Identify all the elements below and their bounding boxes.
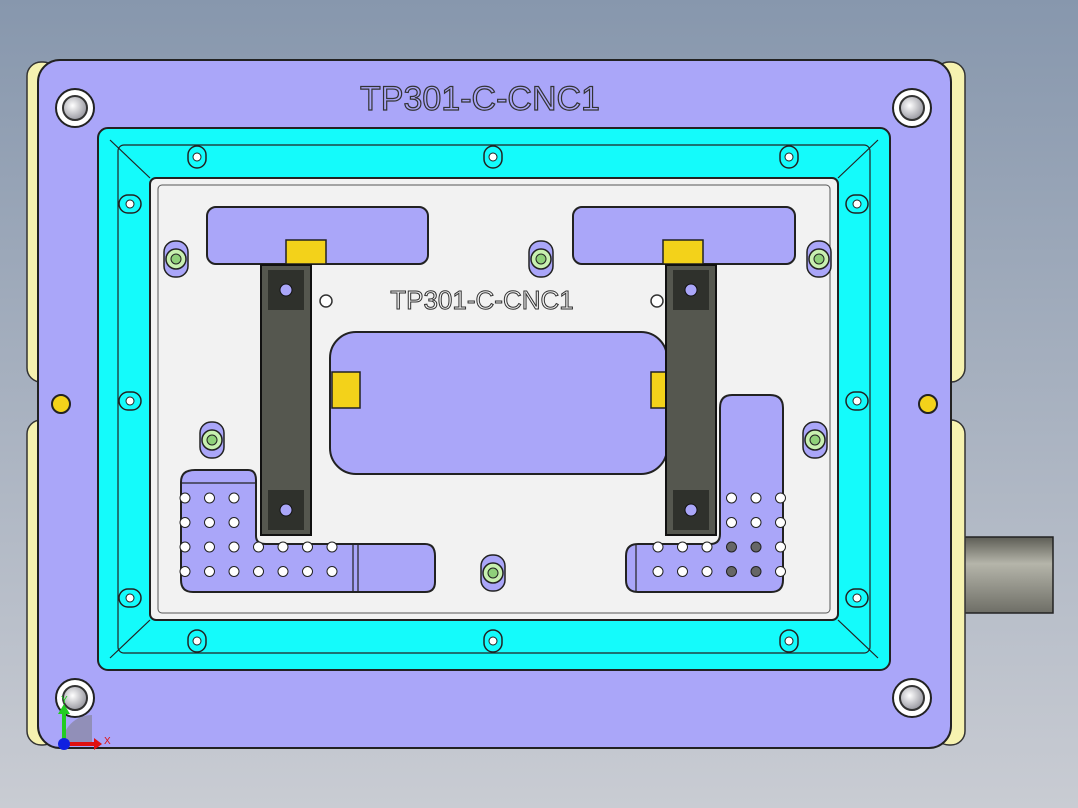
vent-hole xyxy=(179,566,191,577)
vent-hole xyxy=(677,566,688,577)
locator-pins xyxy=(163,240,832,592)
vent-hole xyxy=(726,541,737,553)
frame-screw xyxy=(118,194,142,214)
vent-hole xyxy=(775,566,786,577)
vent-hole xyxy=(228,517,240,528)
vent-hole xyxy=(277,541,289,553)
vent-hole xyxy=(326,566,338,577)
vent-hole xyxy=(652,566,664,577)
vent-hole xyxy=(726,566,737,577)
locator-pin xyxy=(163,240,189,278)
vent-hole xyxy=(775,492,786,504)
locator-pin xyxy=(802,421,828,459)
frame-inner-edge xyxy=(117,144,871,654)
locating-pin-right xyxy=(918,394,938,414)
vent-hole xyxy=(775,541,786,553)
frame-miter-lines xyxy=(109,139,879,659)
pin-hole xyxy=(650,294,664,308)
vent-hole xyxy=(677,541,688,553)
frame-screw xyxy=(187,629,207,653)
vent-hole xyxy=(253,541,264,553)
clamp-bar-left[interactable] xyxy=(260,264,312,536)
frame-screw xyxy=(845,391,869,411)
locator-pin xyxy=(806,240,832,278)
vent-hole xyxy=(775,517,786,528)
vent-hole xyxy=(726,517,737,528)
insert-engraving: TP301-C-CNC1 xyxy=(390,285,574,315)
pin-hole xyxy=(319,294,333,308)
pockets xyxy=(180,206,796,593)
vent-hole xyxy=(179,517,191,528)
vent-hole xyxy=(302,541,313,553)
vent-hole xyxy=(750,566,762,577)
vent-hole xyxy=(253,566,264,577)
vent-hole xyxy=(277,566,289,577)
frame-screw xyxy=(187,145,207,169)
clamp-bar-right[interactable] xyxy=(665,264,717,536)
vent-hole xyxy=(701,541,713,553)
frame-screw xyxy=(779,145,799,169)
frame-screw xyxy=(483,145,503,169)
frame-screw xyxy=(779,629,799,653)
vent-hole xyxy=(179,492,191,504)
vent-hole xyxy=(204,517,215,528)
locator-pin xyxy=(199,421,225,459)
vent-hole xyxy=(204,492,215,504)
frame-screws xyxy=(118,145,869,653)
frame-screw xyxy=(845,194,869,214)
frame-screw xyxy=(118,391,142,411)
vent-hole xyxy=(302,566,313,577)
vent-hole xyxy=(228,492,240,504)
corner-bolt xyxy=(55,88,95,128)
cylinder-shaft xyxy=(949,536,1054,614)
locator-pin xyxy=(480,554,506,592)
vent-hole xyxy=(204,566,215,577)
vent-hole xyxy=(750,492,762,504)
frame-screw xyxy=(483,629,503,653)
stop-tabs xyxy=(285,239,704,409)
vent-hole xyxy=(228,541,240,553)
vent-hole xyxy=(179,541,191,553)
locator-pin xyxy=(528,240,554,278)
vent-hole xyxy=(726,492,737,504)
vent-hole xyxy=(701,566,713,577)
vent-hole xyxy=(326,541,338,553)
frame-screw xyxy=(845,588,869,608)
axis-triad: X Y xyxy=(58,695,111,750)
vent-hole xyxy=(228,566,240,577)
y-axis-label: Y xyxy=(61,695,68,706)
x-axis-label: X xyxy=(104,736,111,747)
corner-bolt xyxy=(892,678,932,718)
vent-hole xyxy=(204,541,215,553)
vent-holes xyxy=(179,492,786,577)
vent-hole xyxy=(652,541,664,553)
vent-hole xyxy=(750,541,762,553)
plate-engraving: TP301-C-CNC1 xyxy=(360,80,600,118)
locating-pin-left xyxy=(51,394,71,414)
vent-hole xyxy=(750,517,762,528)
corner-bolt xyxy=(892,88,932,128)
frame-screw xyxy=(118,588,142,608)
